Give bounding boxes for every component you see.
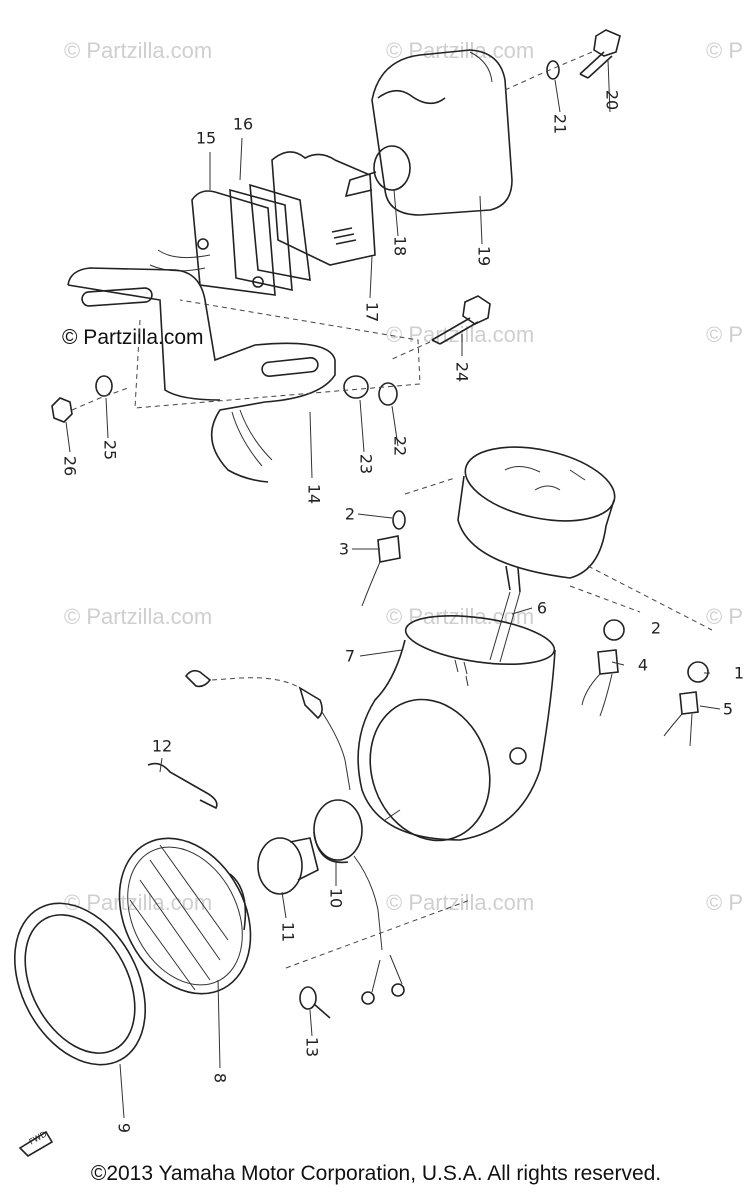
callout-6: 6: [536, 598, 548, 618]
callout-5: 5: [722, 699, 734, 719]
callout-11: 11: [278, 921, 298, 943]
callout-4: 4: [637, 655, 649, 675]
callout-24: 24: [452, 361, 472, 383]
callout-18: 18: [390, 235, 410, 257]
headlight-wiring: [147, 669, 351, 810]
callout-8: 8: [210, 1072, 230, 1084]
callout-19: 19: [474, 245, 494, 267]
callout-3: 3: [338, 539, 350, 559]
watermark: © P: [706, 890, 743, 915]
watermark: © Partzilla.com: [64, 38, 213, 63]
watermark: © P: [706, 322, 743, 347]
indicator-lamps: [361, 510, 709, 747]
fwd-arrow-icon: [18, 1130, 54, 1158]
callout-13: 13: [302, 1036, 322, 1058]
taillight-bulb: [344, 145, 411, 198]
callout-leader-lines: [65, 59, 721, 1119]
callout-16: 16: [232, 114, 254, 134]
callout-10: 10: [326, 887, 346, 909]
callout-7: 7: [344, 646, 356, 666]
partzilla-logo-mark: © Partzilla.com: [62, 326, 204, 349]
taillight-lens-cover: [371, 49, 513, 216]
callout-2: 2: [344, 504, 356, 524]
bulb-socket: [313, 799, 383, 951]
headlight-bulb: [257, 837, 319, 895]
watermark: © Partzilla.com: [64, 604, 213, 629]
taillight-housing: [149, 151, 376, 296]
callout-21: 21: [550, 113, 570, 135]
watermark: © P: [706, 604, 743, 629]
callout-1: 1: [733, 663, 745, 683]
wire-connectors: [361, 954, 405, 1005]
callout-25: 25: [100, 439, 120, 461]
watermark: © Partzilla.com: [386, 322, 535, 347]
callout-26: 26: [60, 455, 80, 477]
callout-22: 22: [390, 435, 410, 457]
callout-14: 14: [304, 483, 324, 505]
callout-15: 15: [195, 128, 217, 148]
sealed-beam-unit: [118, 837, 252, 995]
license-bracket: [67, 267, 336, 483]
callout-17: 17: [362, 301, 382, 323]
headlight-case: [357, 615, 556, 842]
watermark: © Partzilla.com: [386, 890, 535, 915]
copyright-notice: ©2013 Yamaha Motor Corporation, U.S.A. A…: [90, 1162, 662, 1185]
callout-12: 12: [151, 736, 173, 756]
callout-23: 23: [356, 453, 376, 475]
callout-2: 2: [650, 618, 662, 638]
speedometer: [457, 446, 616, 663]
callout-20: 20: [602, 89, 622, 111]
callout-9: 9: [114, 1122, 134, 1134]
watermark: © P: [706, 38, 743, 63]
headlight-rim: [13, 902, 147, 1066]
adjusting-screw: [299, 986, 331, 1019]
mounting-hardware: [51, 29, 621, 423]
